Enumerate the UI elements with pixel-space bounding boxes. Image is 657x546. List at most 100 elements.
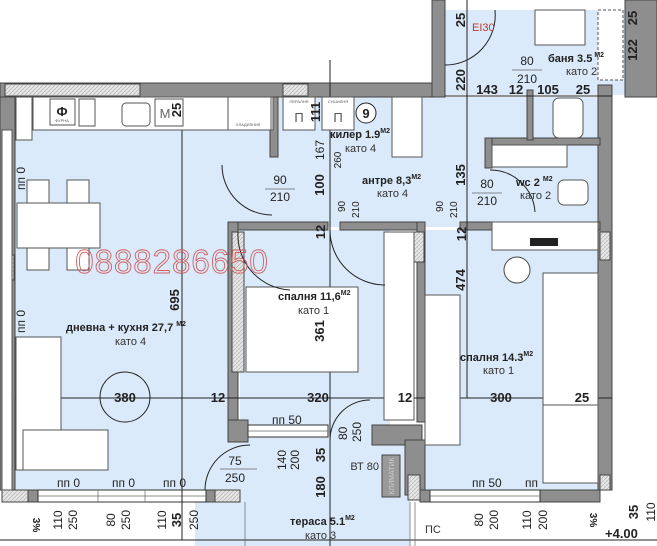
- dims-d111-label: 111: [308, 102, 323, 122]
- windows-bed1-h-label: 200: [288, 450, 302, 470]
- windows-living-1-h-label: 250: [119, 510, 133, 530]
- doors: [204, 9, 536, 491]
- windows-bed1-w-label: 140: [275, 450, 289, 470]
- rooms-terrace-name-label: тераса 5.1: [290, 516, 345, 528]
- fire-door-label: EI30: [472, 22, 495, 34]
- microwave-label: M: [160, 106, 171, 121]
- wc-floor: като 2: [520, 190, 551, 202]
- doors-bed1_h-label: 210: [351, 201, 362, 218]
- dims-d260-label: 260: [333, 151, 344, 168]
- washer-label: П: [294, 110, 303, 125]
- windows-living-0-h-label: 250: [66, 510, 80, 530]
- rooms-wc-sup-label: M2: [543, 176, 553, 183]
- doors-bath_h-label: 210: [517, 72, 537, 86]
- walls: [0, 0, 657, 503]
- kitchen-counter: Ф ФУРНА M ХЛАДИЛНИК: [15, 96, 274, 141]
- doors-wc_h-label: 210: [477, 194, 497, 208]
- rooms-hall-name-label: антре 8,3: [362, 175, 411, 187]
- rooms-closet-name-label: килер 1.9: [330, 129, 380, 141]
- turning-circle: [99, 371, 151, 423]
- windows-bed2-0-sill-label: пп 50: [472, 476, 502, 490]
- bath-toilet-icon: [552, 97, 584, 139]
- sink-icon: [121, 102, 151, 127]
- dims-d135-label: 135: [453, 164, 468, 186]
- terrace-name: тераса 5.1M2: [290, 515, 355, 528]
- turning-circle-label: 380: [114, 390, 136, 405]
- fridge-label: ХЛАДИЛНИК: [236, 122, 261, 127]
- dims-d361-label: 361: [312, 320, 327, 342]
- rooms-bath-sup-label: M2: [594, 52, 604, 59]
- dims-d300-label: 300: [490, 390, 512, 405]
- dims-d167-label: 167: [313, 140, 327, 160]
- dims-d35a-label: 35: [313, 448, 328, 462]
- closet-name: килер 1.9M2: [330, 128, 390, 141]
- closet-mark: 9: [362, 106, 369, 121]
- windows-living-2-sill-label: пп 0: [163, 476, 186, 490]
- windows-living-1-w-label: 80: [104, 513, 118, 527]
- balcony: [0, 502, 657, 546]
- rooms-bedroom1-sup-label: M2: [341, 290, 351, 297]
- bath-floor: като 2: [566, 66, 597, 78]
- dims-d25_kitchen-label: 25: [169, 103, 184, 117]
- windows-living_side_sill2-label: пп 0: [14, 310, 28, 333]
- rooms-closet-sup-label: M2: [380, 128, 390, 135]
- laundry: ПЕРАЛНЯ П СУШИЛНЯ П 9: [282, 96, 423, 158]
- windows-living-2-h-label: 250: [187, 510, 201, 530]
- doors-living_w-label: 90: [273, 173, 287, 187]
- doors-living_h-label: 210: [270, 190, 290, 204]
- bedroom1-name: спалня 11,6M2: [278, 290, 351, 303]
- dims-d25_top-label: 25: [453, 13, 468, 27]
- windows-bed2-1-sill-label: пп: [525, 476, 538, 490]
- dining-table-icon: [16, 202, 101, 249]
- bedroom2-floor-label: като 1: [483, 365, 514, 377]
- oven-label: Ф: [56, 104, 67, 119]
- dims-d12c-label: 12: [211, 390, 225, 405]
- windows-living-0-w-label: 110: [51, 510, 65, 529]
- dims-d474-label: 474: [453, 268, 468, 290]
- dims-d105-label: 105: [537, 82, 559, 97]
- windows-living-1-sill-label: пп 0: [112, 476, 135, 490]
- windows-bed2-0-w-label: 80: [472, 513, 486, 527]
- doors-bed2_h-label: 210: [449, 201, 460, 218]
- oven-caption: ФУРНА: [55, 118, 69, 123]
- doors-bed1_balcony_h-label: 250: [350, 422, 364, 442]
- dims-d12a-label: 12: [509, 82, 523, 97]
- windows-bed2-1-h-label: 200: [536, 510, 550, 530]
- windows-bed2-0-h-label: 200: [487, 510, 501, 530]
- rooms-wc-name-label: wc 2: [515, 177, 540, 189]
- dims-d122-label: 122: [625, 39, 640, 61]
- windows: [1, 129, 541, 503]
- dims-d25b-label: 25: [576, 82, 590, 97]
- windows-living-0-sill-label: пп 0: [57, 476, 80, 490]
- rooms-bath-name-label: баня 3.5: [548, 53, 592, 65]
- dims-d180-label: 180: [313, 476, 328, 498]
- chair-icon: [503, 256, 531, 284]
- wc-toilet-icon: [557, 179, 589, 206]
- furniture: КЛИМАТИК: [15, 9, 624, 498]
- doors-wc_w-label: 80: [480, 177, 494, 191]
- wardrobe-bed1-icon: [383, 231, 415, 421]
- bt-label: ВТ 80: [350, 461, 379, 473]
- dryer-caption: СУШИЛНЯ: [328, 99, 348, 104]
- dims-d695-label: 695: [167, 289, 182, 311]
- rooms-living-name-label: дневна + кухня 27,7: [66, 322, 173, 334]
- rooms-terrace-sup-label: M2: [345, 515, 355, 522]
- bedroom1-floor-label: като 1: [298, 305, 329, 317]
- dims-d35c-label: 35: [626, 505, 641, 519]
- slope-right: 3%: [587, 513, 598, 528]
- dims-d220-label: 220: [453, 69, 468, 91]
- doors-terrace_h-label: 250: [225, 471, 245, 485]
- dimension-labels: 25 220 122 25 143 12 105 25 25 111 167 2…: [167, 11, 641, 527]
- doors-bed1_w-label: 90: [337, 200, 348, 212]
- doors-bed2_w-label: 90: [435, 200, 446, 212]
- dims-d35b-label: 35: [169, 513, 184, 527]
- dryer-label: П: [333, 110, 342, 125]
- ac-unit-label: КЛИМАТИК: [389, 457, 396, 495]
- window-labels: пп 0 пп 0 пп 0 110 250 80 250 110 250 пп…: [14, 167, 657, 530]
- wardrobe-icon: [391, 96, 423, 158]
